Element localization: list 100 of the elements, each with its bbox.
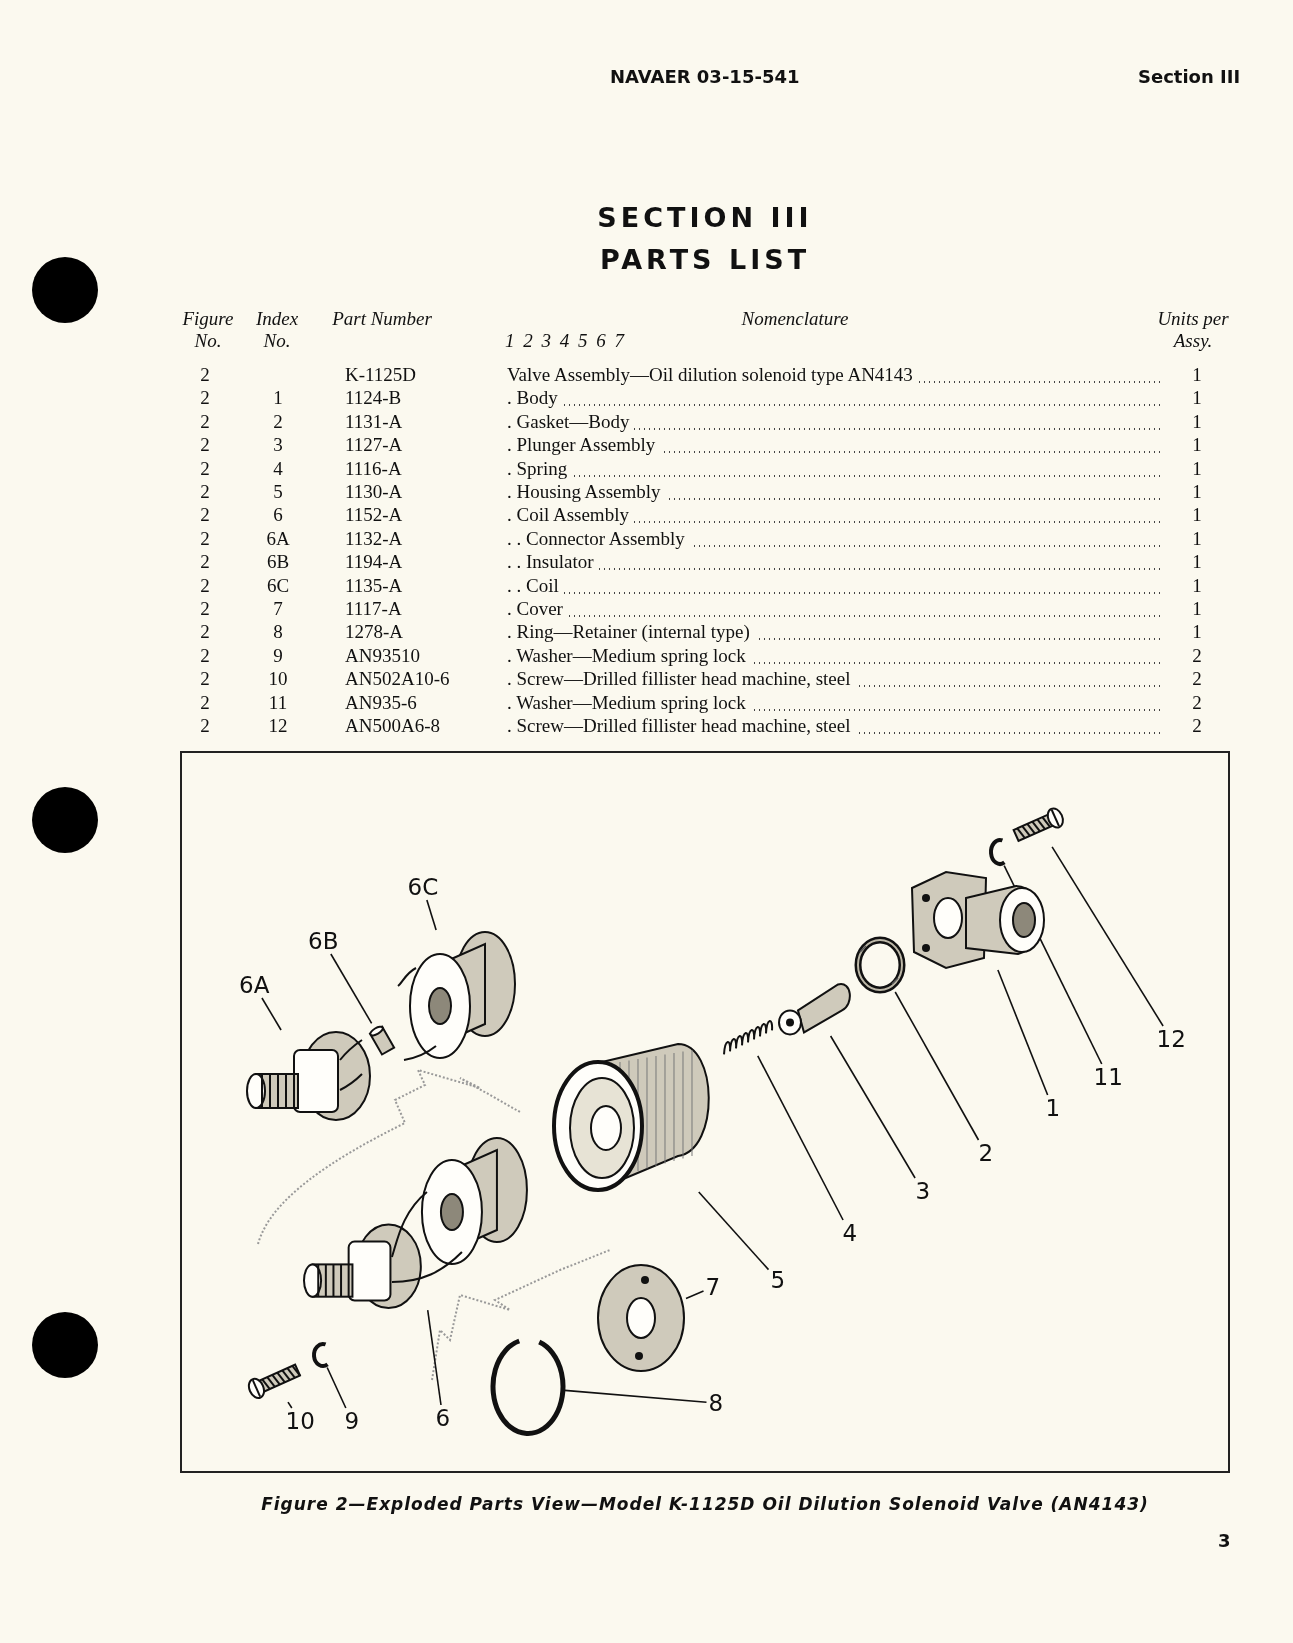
leader-line [330, 953, 373, 1025]
callout-number: 3 [913, 1178, 933, 1204]
figure-number: 2 [199, 410, 211, 433]
leader-line [894, 991, 980, 1141]
figure-number: 2 [199, 598, 211, 620]
units-quantity: 1 [1191, 574, 1203, 597]
units-quantity: 1 [1191, 504, 1203, 527]
valve-body-drawing [910, 870, 1046, 970]
page-number: 3 [1218, 1530, 1231, 1551]
index-number: 4 [272, 457, 284, 480]
figure-number: 2 [199, 364, 211, 386]
units-quantity: 1 [1191, 364, 1203, 386]
document-number: NAVAER 03-15-541 [610, 66, 800, 87]
index-number: 6B [265, 551, 291, 574]
callout-number: 11 [1091, 1064, 1125, 1090]
figure-number: 2 [199, 644, 211, 667]
part-number: 1194-A [345, 551, 403, 574]
figure-number: 2 [199, 527, 211, 550]
index-number: 6A [265, 527, 291, 550]
part-number: 1124-B [345, 387, 402, 410]
leader-line [426, 1309, 442, 1406]
leader-line [829, 1035, 916, 1179]
plunger-drawing [777, 981, 852, 1036]
callout-number: 10 [283, 1408, 317, 1434]
units-quantity: 1 [1191, 598, 1203, 620]
units-quantity: 1 [1191, 387, 1203, 410]
section-heading: Section III [1138, 66, 1241, 87]
figure-number: 2 [199, 387, 211, 410]
part-number: 1132-A [345, 527, 403, 550]
index-number: 12 [267, 715, 289, 737]
washer-drawing [988, 837, 1006, 866]
retaining-ring-drawing [490, 1339, 565, 1436]
part-number: 1278-A [345, 621, 404, 644]
column-header: Part Number [331, 308, 433, 330]
callout-number: 7 [703, 1274, 723, 1300]
index-number: 10 [267, 668, 289, 691]
index-number: 6C [265, 574, 291, 597]
figure-number: 2 [199, 481, 211, 503]
column-header: Figure No. [181, 308, 235, 352]
spring-drawing [722, 1018, 775, 1056]
figure-number: 2 [199, 715, 211, 737]
figure-number: 2 [199, 574, 211, 597]
column-header: Nomenclature [740, 308, 850, 330]
callout-number: 12 [1154, 1026, 1188, 1052]
nomenclature-text: . Ring—Retainer (internal type) [507, 621, 1160, 644]
leader-line [757, 1055, 844, 1221]
units-quantity: 1 [1191, 457, 1203, 480]
part-number: AN935-6 [345, 691, 417, 714]
figure-number: 2 [199, 504, 211, 527]
part-number: 1127-A [345, 434, 403, 457]
leader-line [326, 1366, 347, 1409]
index-number: 6 [272, 504, 284, 527]
leader-line [261, 997, 282, 1031]
leader-line [685, 1290, 705, 1300]
figure-number: 2 [199, 551, 211, 574]
column-header: 1 2 3 4 5 6 7 [505, 330, 627, 352]
units-quantity: 2 [1191, 644, 1203, 667]
column-header: Units per Assy. [1156, 308, 1230, 352]
part-number: K-1125D [345, 364, 417, 386]
figure-number: 2 [199, 691, 211, 714]
figure-number: 2 [199, 434, 211, 457]
index-number: 2 [272, 410, 284, 433]
units-quantity: 1 [1191, 551, 1203, 574]
leader-line [1051, 846, 1164, 1027]
callout-number: 1 [1043, 1095, 1063, 1121]
coil-assembly-drawing [302, 1136, 529, 1311]
callout-number: 6A [237, 972, 272, 998]
washer-drawing [312, 1341, 330, 1368]
callout-number: 5 [768, 1267, 788, 1293]
housing-drawing [552, 1042, 711, 1192]
units-quantity: 2 [1191, 691, 1203, 714]
callout-number: 8 [706, 1390, 726, 1416]
nomenclature-text: . Screw—Drilled fillister head machine, steel [507, 715, 1160, 737]
gasket-drawing [856, 938, 904, 992]
leader-line [997, 969, 1049, 1096]
callout-number: 6C [405, 874, 441, 900]
callout-number: 6 [433, 1405, 453, 1431]
coil-drawing [396, 930, 517, 1062]
units-quantity: 1 [1191, 434, 1203, 457]
leader-line [697, 1191, 770, 1271]
index-number: 5 [272, 481, 284, 503]
units-quantity: 1 [1191, 410, 1203, 433]
units-quantity: 1 [1191, 621, 1203, 644]
index-number: 8 [272, 621, 284, 644]
part-number: 1135-A [345, 574, 403, 597]
units-quantity: 2 [1191, 668, 1203, 691]
figure-number: 2 [199, 457, 211, 480]
part-number: 1152-A [345, 504, 403, 527]
page-title: SECTION III [596, 202, 814, 233]
index-number: 7 [272, 598, 284, 620]
leader-line [426, 899, 437, 931]
part-number: AN502A10-6 [345, 668, 450, 691]
callout-number: 2 [976, 1140, 996, 1166]
figure-number: 2 [199, 668, 211, 691]
units-quantity: 2 [1191, 715, 1203, 737]
nomenclature-text: . Screw—Drilled fillister head machine, steel [507, 668, 1160, 691]
page-subtitle: PARTS LIST [598, 244, 812, 275]
index-number: 3 [272, 434, 284, 457]
index-number: 11 [267, 691, 289, 714]
figure-number: 2 [199, 621, 211, 644]
